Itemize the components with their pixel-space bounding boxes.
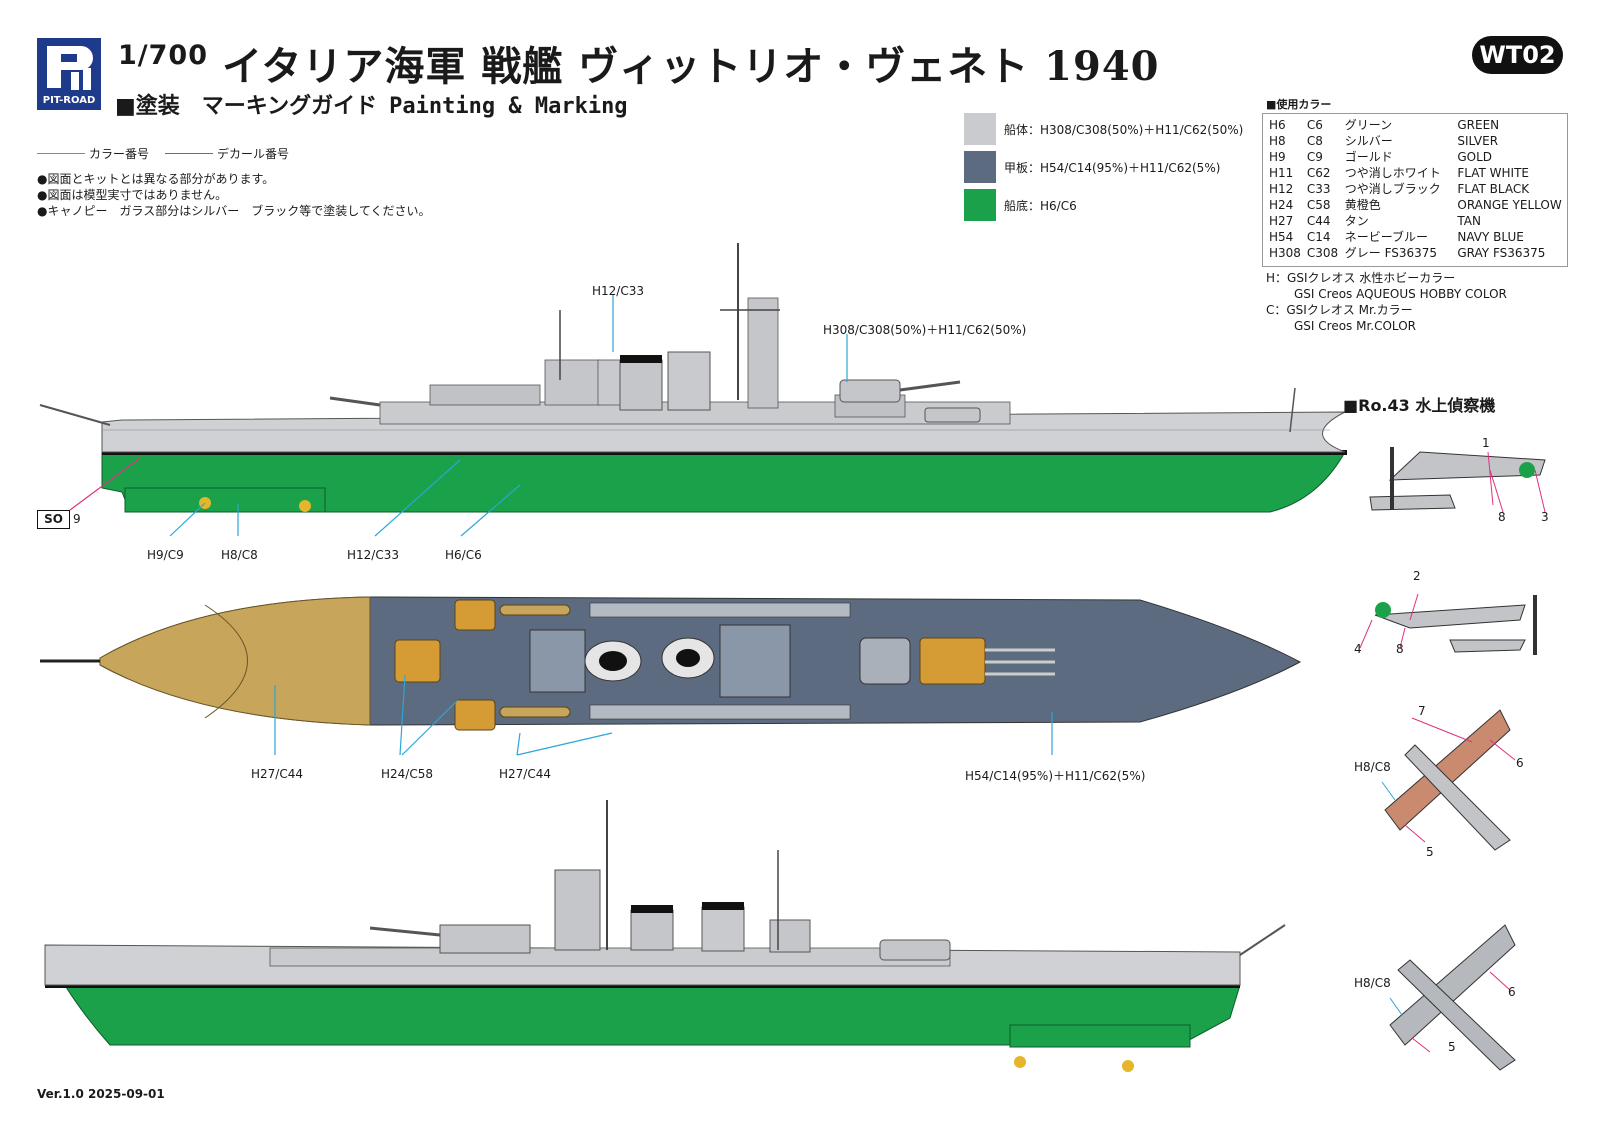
decal-mark: 3 (1541, 510, 1549, 524)
note-item: ●図面は模型実寸ではありません。 (37, 188, 228, 202)
plan-view (40, 596, 1302, 731)
callout-boot: H12/C33 (347, 548, 399, 562)
decal-mark: 2 (1413, 569, 1421, 583)
page-title: イタリア海軍 戦艦 ヴィットリオ・ヴェネト 1940 (222, 43, 1160, 90)
swatch-deck: 甲板：H54/C14(95%)＋H11/C62(5%) (964, 151, 1254, 183)
decal-callout-lines (69, 457, 141, 511)
callout-deck-tan-mid: H27/C44 (499, 767, 551, 781)
callout-bottom: H6/C6 (445, 548, 482, 562)
note-item: ●図面とキットとは異なる部分があります。 (37, 172, 275, 186)
gsi-c-en: GSI Creos Mr.COLOR (1294, 319, 1416, 333)
swatch-color-deck (964, 151, 996, 183)
scale-label: 1/700 (118, 40, 209, 71)
callout-deck-main: H54/C14(95%)＋H11/C62(5%) (965, 769, 1146, 783)
decal-mark: 4 (1354, 642, 1362, 656)
note-item: ●キャノピー ガラス部分はシルバー ブラック等で塗装してください。 (37, 204, 431, 218)
aircraft-side-2 (1359, 593, 1537, 655)
legend-color-label: カラー番号 (89, 147, 150, 161)
swatch-color-hull (964, 113, 996, 145)
color-callout-lines (169, 294, 1053, 756)
callout-aircraft-silver-bottom: H8/C8 (1354, 976, 1391, 990)
brand-text: PIT-ROAD (42, 95, 96, 106)
callout-aircraft-silver-top: H8/C8 (1354, 760, 1391, 774)
notes: ●図面とキットとは異なる部分があります。 ●図面は模型実寸ではありません。 ●キ… (37, 171, 431, 219)
decal-mark: 8 (1396, 642, 1404, 656)
gsi-h-en: GSI Creos AQUEOUS HOBBY COLOR (1294, 287, 1507, 301)
callout-prop: H9/C9 (147, 548, 184, 562)
swatch-hull: 船体：H308/C308(50%)＋H11/C62(50%) (964, 113, 1254, 145)
decal-mark: 5 (1448, 1040, 1456, 1054)
legend-decal-number: デカール番号 (165, 145, 289, 162)
decal-9-label: 9 (73, 512, 81, 526)
swatch-color-bottom (964, 189, 996, 221)
side-view-port (44, 800, 1286, 1072)
page-subtitle: ■塗装 マーキングガイド Painting & Marking (115, 88, 628, 120)
so-mark: SO (37, 510, 70, 529)
side-view-starboard (39, 243, 1347, 513)
callout-hull-top: H308/C308(50%)＋H11/C62(50%) (823, 323, 1027, 337)
swatch-label: 船底：H6/C6 (1004, 198, 1077, 213)
paint-brand-notes: H：GSIクレオス 水性ホビーカラー GSI Creos AQUEOUS HOB… (1266, 270, 1507, 334)
swatch-label: 甲板：H54/C14(95%)＋H11/C62(5%) (1004, 160, 1221, 175)
colors-heading: ■使用カラー (1266, 98, 1332, 111)
decal-mark: 6 (1508, 985, 1516, 999)
subtitle-jp: ■塗装 マーキングガイド (115, 94, 378, 119)
aircraft-bottom (1389, 924, 1516, 1071)
decal-mark: 1 (1482, 436, 1490, 450)
legend-decal-label: デカール番号 (217, 147, 290, 161)
callout-deck-orange: H24/C58 (381, 767, 433, 781)
brand-logo: PIT-ROAD (37, 38, 101, 110)
callout-deck-tan-bow: H27/C44 (251, 767, 303, 781)
decal-mark: 7 (1418, 704, 1426, 718)
swatch-label: 船体：H308/C308(50%)＋H11/C62(50%) (1004, 122, 1244, 137)
aircraft-side-1 (1369, 447, 1546, 513)
callout-shaft: H8/C8 (221, 548, 258, 562)
decal-mark: 6 (1516, 756, 1524, 770)
aircraft-title: ■Ro.43 水上偵察機 (1343, 396, 1496, 415)
decal-mark: 8 (1498, 510, 1506, 524)
subtitle-en: Painting & Marking (389, 94, 628, 119)
callout-funnel-top: H12/C33 (592, 284, 644, 298)
swatch-bottom: 船底：H6/C6 (964, 189, 1254, 221)
decal-mark: 5 (1426, 845, 1434, 859)
aircraft-top (1381, 709, 1516, 851)
gsi-h-jp: H：GSIクレオス 水性ホビーカラー (1266, 271, 1456, 285)
decal-line-sample (165, 153, 213, 154)
legend-color-number: カラー番号 (37, 145, 149, 162)
product-code-badge: WT02 (1472, 36, 1563, 74)
color-line-sample (37, 153, 85, 154)
version-label: Ver.1.0 2025-09-01 (37, 1087, 165, 1101)
gsi-c-jp: C：GSIクレオス Mr.カラー (1266, 303, 1413, 317)
